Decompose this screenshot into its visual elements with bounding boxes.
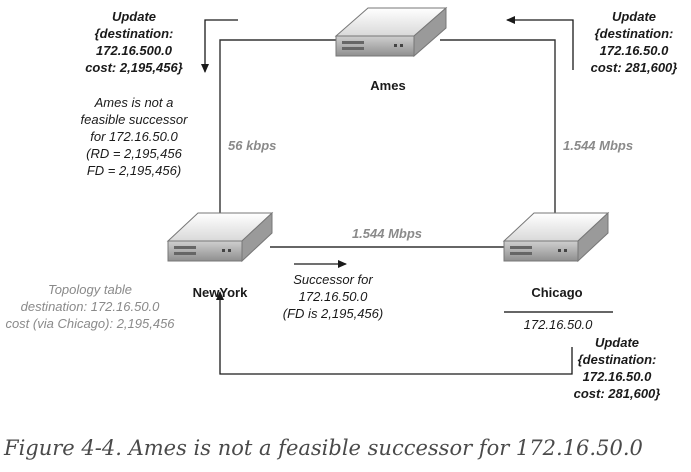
- figure-caption: Figure 4-4. Ames is not a feasible succe…: [4, 436, 643, 460]
- topology-table-line: cost (via Chicago): 2,195,456: [5, 316, 175, 331]
- successor-note: Successor for 172.16.50.0 (FD is 2,195,4…: [283, 272, 383, 321]
- update-to-newyork-line: Update: [112, 9, 156, 24]
- successor-note-line: Successor for: [293, 272, 373, 287]
- update-label-from-chicago: Update {destination: 172.16.50.0 cost: 2…: [574, 335, 661, 401]
- not-feasible-line: Ames is not a: [94, 95, 174, 110]
- link-speed-newyork-chicago: 1.544 Mbps: [352, 226, 422, 241]
- update-label-to-newyork: Update {destination: 172.16.500.0 cost: …: [85, 9, 183, 75]
- chicago-network-label: 172.16.50.0: [524, 317, 593, 332]
- topology-table-line: Topology table: [48, 282, 132, 297]
- update-from-chicago-line: cost: 281,600}: [574, 386, 661, 401]
- arrow-update-to-ames: [506, 16, 574, 70]
- update-to-ames-line: 172.16.50.0: [600, 43, 669, 58]
- link-speed-ames-newyork: 56 kbps: [228, 138, 276, 153]
- update-to-newyork-line: cost: 2,195,456}: [85, 60, 183, 75]
- update-to-ames-line: cost: 281,600}: [591, 60, 678, 75]
- update-from-chicago-line: 172.16.50.0: [583, 369, 652, 384]
- router-ames[interactable]: [334, 6, 448, 58]
- node-label-ames: Ames: [370, 78, 405, 93]
- successor-note-line: 172.16.50.0: [299, 289, 368, 304]
- arrow-update-to-newyork: [201, 19, 238, 73]
- link-speed-ames-chicago: 1.544 Mbps: [563, 138, 633, 153]
- node-label-newyork: NewYork: [193, 285, 248, 300]
- topology-table-line: destination: 172.16.50.0: [21, 299, 161, 314]
- successor-note-line: (FD is 2,195,456): [283, 306, 383, 321]
- link-ames-newyork: [219, 39, 350, 240]
- network-links: [219, 39, 556, 248]
- router-newyork[interactable]: [166, 211, 274, 263]
- node-label-chicago: Chicago: [531, 285, 582, 300]
- not-feasible-line: FD = 2,195,456): [87, 163, 181, 178]
- link-ames-chicago: [440, 39, 556, 235]
- not-feasible-line: feasible successor: [81, 112, 189, 127]
- update-to-ames-line: {destination:: [595, 26, 674, 41]
- update-to-newyork-line: {destination:: [95, 26, 174, 41]
- update-to-ames-line: Update: [612, 9, 656, 24]
- update-arrows: [201, 16, 574, 375]
- update-from-chicago-line: Update: [595, 335, 639, 350]
- not-feasible-line: for 172.16.50.0: [90, 129, 178, 144]
- arrow-update-from-chicago: [216, 291, 573, 375]
- not-feasible-note: Ames is not a feasible successor for 172…: [81, 95, 189, 178]
- update-to-newyork-line: 172.16.500.0: [96, 43, 173, 58]
- network-diagram: Ames NewYork Chicago 56 kbps 1.544 Mbps …: [5, 6, 678, 401]
- update-label-to-ames: Update {destination: 172.16.50.0 cost: 2…: [591, 9, 678, 75]
- topology-table: Topology table destination: 172.16.50.0 …: [5, 282, 175, 331]
- not-feasible-line: (RD = 2,195,456: [86, 146, 183, 161]
- router-chicago[interactable]: [502, 211, 610, 263]
- update-from-chicago-line: {destination:: [578, 352, 657, 367]
